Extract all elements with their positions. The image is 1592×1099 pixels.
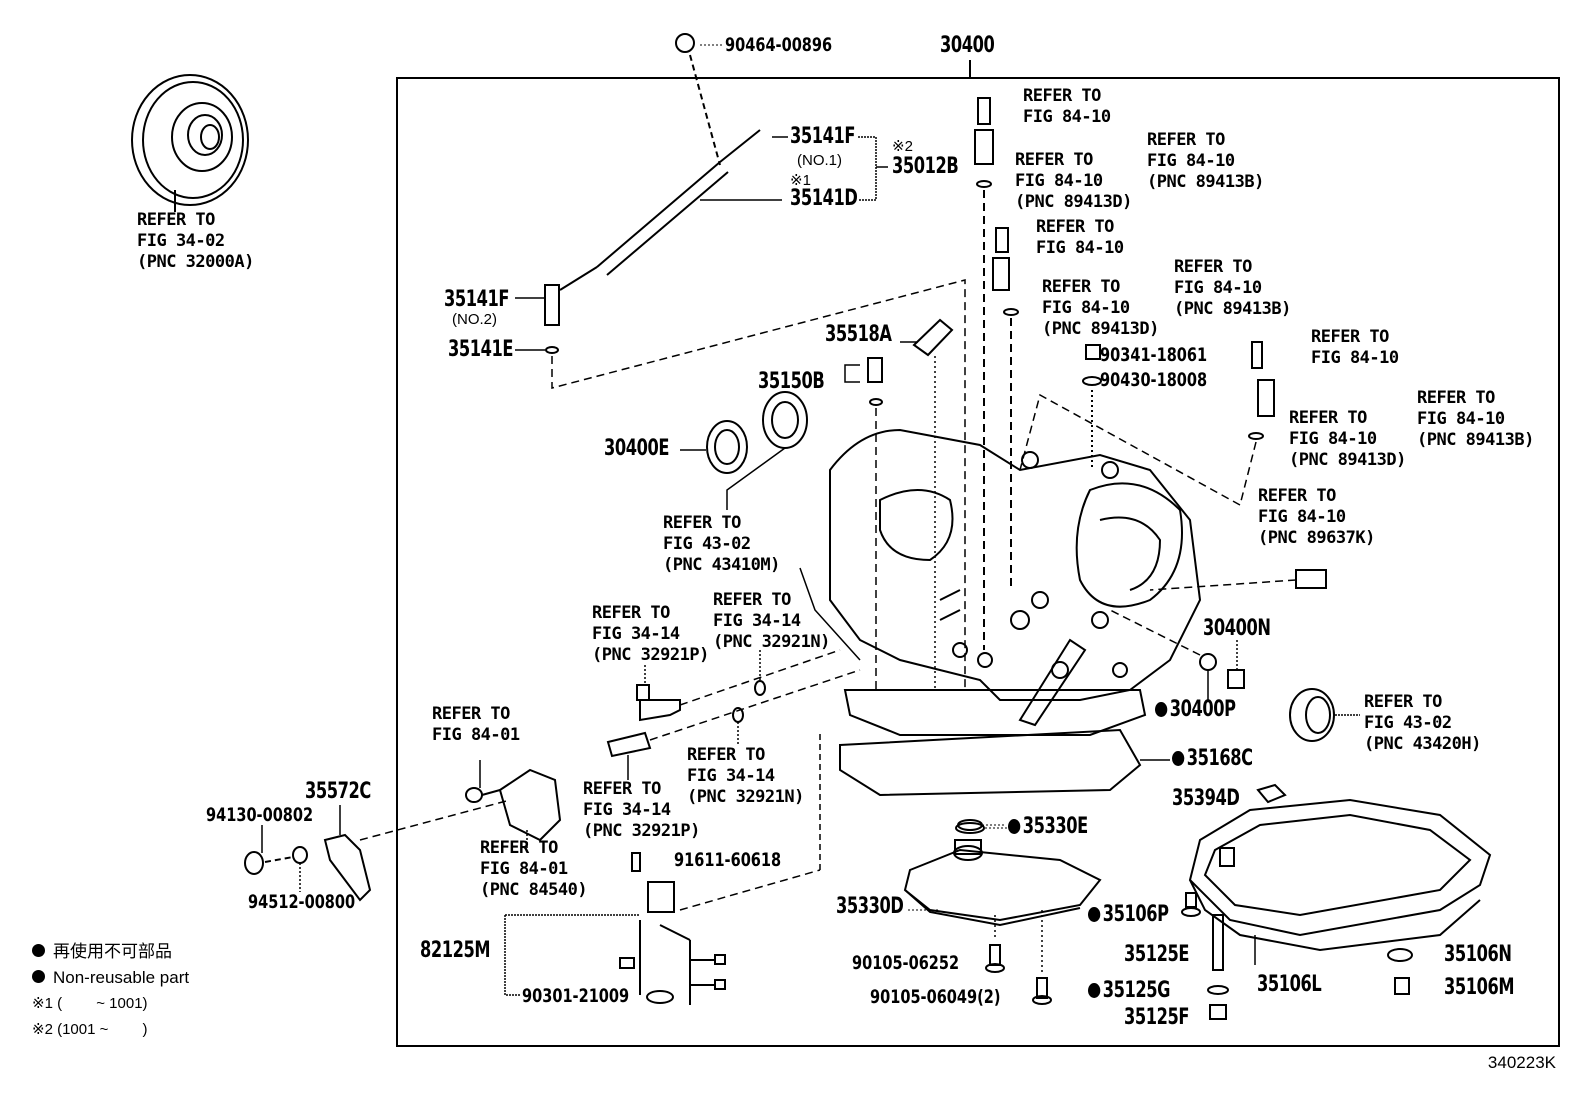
non-reusable-marker (1088, 907, 1101, 922)
part-35141F-no2-note: (NO.2) (452, 311, 497, 328)
part-94512-00800: 94512-00800 (248, 891, 356, 913)
non-reusable-marker (1172, 751, 1185, 766)
part-90430-18008: 90430-18008 (1100, 369, 1208, 391)
part-35330D: 35330D (836, 894, 904, 919)
part-90105-06252: 90105-06252 (852, 952, 960, 974)
part-35150B: 35150B (758, 369, 825, 394)
part-82125M: 82125M (420, 938, 491, 963)
ref-fitting-p-upper: REFER TO FIG 34-14 (PNC 32921P) (592, 603, 709, 665)
shift-lever-icon (244, 760, 562, 902)
ref-oil-seal-left: REFER TO FIG 43-02 (PNC 43410M) (663, 513, 780, 575)
part-35141F-no2: 35141F (444, 287, 510, 312)
non-reusable-marker (32, 944, 45, 957)
part-90105-06049: 90105-06049(2) (870, 986, 1001, 1008)
dipstick-tube-icon (515, 33, 966, 690)
ref-switch-bolt: REFER TO FIG 84-01 (432, 704, 520, 745)
part-35572C: 35572C (305, 779, 371, 804)
part-35012B-mark: ※2 (892, 138, 913, 155)
assembly-number: 30400 (940, 33, 995, 58)
assembly-frame (396, 77, 1560, 1047)
legend-note2: ※2 (1001 ~ ) (32, 1021, 148, 1038)
ref-bolt-right: REFER TO FIG 84-10 (1311, 327, 1399, 368)
ref-sensor3-inner: REFER TO FIG 84-10 (PNC 89413D) (1289, 408, 1406, 470)
ref-bolt-top: REFER TO FIG 84-10 (1023, 86, 1111, 127)
part-35125F: 35125F (1124, 1005, 1190, 1030)
ref-sensor1-inner: REFER TO FIG 84-10 (PNC 89413D) (1015, 150, 1132, 212)
legend: 再使用不可部品 Non-reusable part ※1 ( ~ 1001) ※… (32, 939, 189, 1043)
part-35141D: 35141D (790, 186, 858, 211)
ref-fitting-n-upper: REFER TO FIG 34-14 (PNC 32921N) (713, 590, 830, 652)
part-90464-00896: 90464-00896 (725, 34, 833, 56)
ref-oil-seal-right: REFER TO FIG 43-02 (PNC 43420H) (1364, 692, 1481, 754)
wire-harness-icon (504, 730, 821, 1005)
part-35168C: 35168C (1172, 747, 1253, 771)
part-35394D: 35394D (1172, 786, 1240, 811)
part-35141F-no1-note: (NO.1) (797, 152, 842, 169)
ref-sensor2-inner: REFER TO FIG 84-10 (PNC 89413D) (1042, 277, 1159, 339)
oil-strainer-icon (903, 822, 1102, 927)
figure-code: 340223K (1487, 1053, 1556, 1072)
part-35125E: 35125E (1124, 942, 1190, 967)
part-30400E: 30400E (604, 436, 670, 461)
ref-speed-sensor: REFER TO FIG 84-10 (PNC 89637K) (1258, 486, 1375, 548)
part-35125G: 35125G (1088, 979, 1171, 1003)
torque-converter-icon (131, 74, 249, 212)
ref-fitting-n-lower: REFER TO FIG 34-14 (PNC 32921N) (687, 745, 804, 807)
ref-sensor2-outer: REFER TO FIG 84-10 (PNC 89413B) (1174, 257, 1291, 319)
part-30400P: 30400P (1155, 698, 1236, 722)
legend-en: Non-reusable part (32, 965, 189, 991)
ref-neutral-switch: REFER TO FIG 84-01 (PNC 84540) (480, 838, 588, 900)
ref-fitting-p-lower: REFER TO FIG 34-14 (PNC 32921P) (583, 779, 700, 841)
part-35012B: 35012B (892, 154, 959, 179)
part-35106L: 35106L (1257, 972, 1322, 997)
part-35106N: 35106N (1444, 942, 1512, 967)
transaxle-case-icon (829, 428, 1202, 736)
ref-sensor3-outer: REFER TO FIG 84-10 (PNC 89413B) (1417, 388, 1534, 450)
part-35141D-mark: ※1 (790, 172, 811, 189)
non-reusable-marker (1008, 819, 1021, 834)
part-90301-21009: 90301-21009 (522, 985, 630, 1007)
ref-torque-converter: REFER TO FIG 34-02 (PNC 32000A) (137, 210, 254, 272)
part-94130-00802: 94130-00802 (206, 804, 314, 826)
oil-pan-icon (1188, 798, 1492, 965)
part-35141E: 35141E (448, 337, 514, 362)
sensor-bolts-icon (606, 97, 1413, 1020)
part-35141F-no1: 35141F (790, 124, 856, 149)
pan-gasket-icon (839, 728, 1142, 797)
non-reusable-marker (1088, 983, 1101, 998)
part-35330E: 35330E (1008, 815, 1088, 839)
ref-bolt-mid: REFER TO FIG 84-10 (1036, 217, 1124, 258)
non-reusable-marker (1155, 702, 1168, 717)
legend-note1: ※1 ( ~ 1001) (32, 995, 148, 1012)
part-35518A: 35518A (825, 322, 892, 347)
part-35106M: 35106M (1444, 975, 1515, 1000)
ref-sensor1-outer: REFER TO FIG 84-10 (PNC 89413B) (1147, 130, 1264, 192)
legend-jp: 再使用不可部品 (32, 939, 189, 965)
part-30400N: 30400N (1203, 616, 1271, 641)
part-90341-18061: 90341-18061 (1100, 344, 1208, 366)
part-35106P: 35106P (1088, 903, 1169, 927)
non-reusable-marker (32, 970, 45, 983)
part-91611-60618: 91611-60618 (674, 849, 782, 871)
